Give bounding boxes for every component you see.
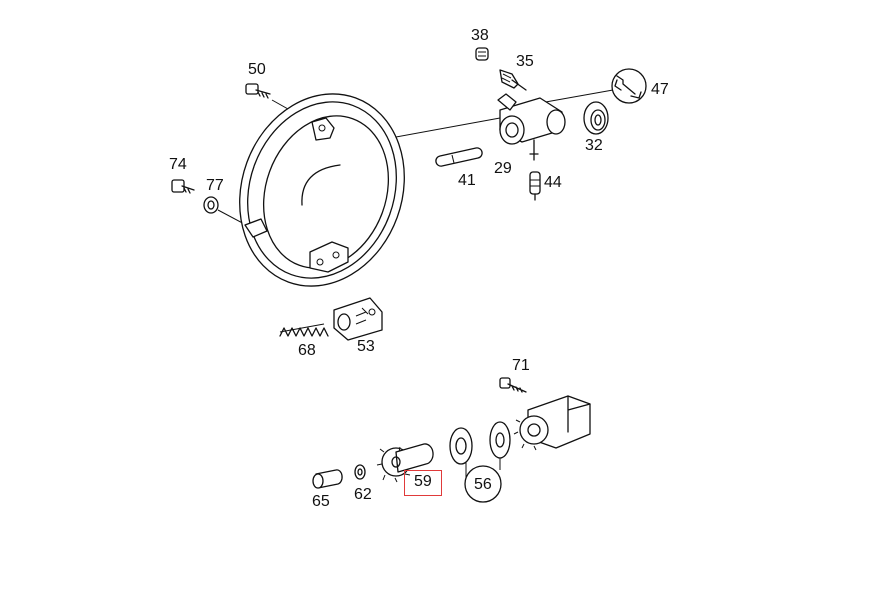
- spring-68: [279, 323, 329, 337]
- ring-62: [354, 464, 366, 480]
- callout-53: 53: [357, 338, 375, 355]
- callout-47: 47: [651, 81, 669, 98]
- wheel-cylinder-29: [497, 93, 566, 161]
- callout-77: 77: [206, 177, 224, 194]
- callout-59: 59: [414, 473, 432, 490]
- plug-44: [529, 171, 541, 201]
- cap-32: [583, 101, 609, 135]
- highlight-box-59: [404, 470, 442, 496]
- adjuster-53: [333, 297, 383, 341]
- callout-38: 38: [471, 27, 489, 44]
- callout-29: 29: [494, 160, 512, 177]
- callout-65: 65: [312, 493, 330, 510]
- gear-disc-56: [449, 421, 511, 503]
- bleeder-35: [499, 69, 527, 91]
- callout-41: 41: [458, 172, 476, 189]
- callout-32: 32: [585, 137, 603, 154]
- callout-56: 56: [474, 476, 492, 493]
- callout-71: 71: [512, 357, 530, 374]
- bolt-71: [499, 377, 527, 393]
- callout-50: 50: [248, 61, 266, 78]
- callout-74: 74: [169, 156, 187, 173]
- sprocket-shaft-59: [376, 443, 434, 483]
- pin-41: [435, 147, 483, 167]
- nut-38: [475, 47, 489, 61]
- bolt-74: [171, 179, 195, 194]
- housing-block: [513, 395, 591, 451]
- callout-44: 44: [544, 174, 562, 191]
- callout-68: 68: [298, 342, 316, 359]
- callout-35: 35: [516, 53, 534, 70]
- bolt-50: [245, 83, 271, 99]
- wrench-icon-47: [611, 68, 647, 104]
- bushing-65: [312, 469, 343, 489]
- backing-plate: [239, 93, 405, 287]
- callout-62: 62: [354, 486, 372, 503]
- washer-77: [203, 196, 219, 214]
